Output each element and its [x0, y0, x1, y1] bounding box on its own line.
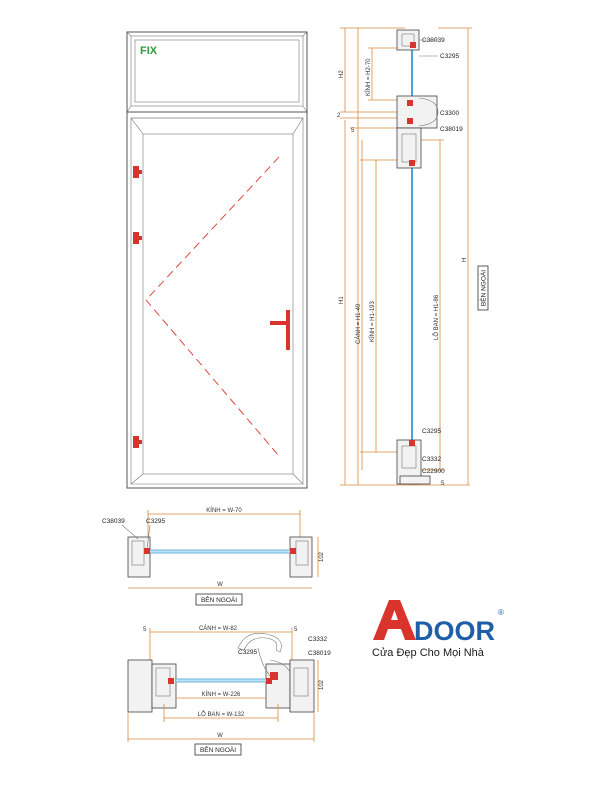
door-elevation: FIX [126, 31, 308, 489]
dim-glass-leaf-h: KÍNH = W-226 [202, 691, 241, 698]
outside-label-leaf: BÊN NGOÀI [194, 743, 242, 756]
profile-label: C3295 [146, 518, 166, 525]
dim-gap: 5 [351, 128, 355, 134]
adoor-logo: DOOR ® Cửa Đẹp Cho Mọi Nhà [372, 600, 504, 659]
svg-text:BÊN NGOÀI: BÊN NGOÀI [200, 745, 236, 754]
dim-glass-top: KÍNH = H2-70 [365, 58, 372, 96]
svg-text:BÊN NGOÀI: BÊN NGOÀI [479, 270, 488, 306]
logo-text: DOOR [414, 616, 495, 646]
logo-tagline: Cửa Đẹp Cho Mọi Nhà [372, 647, 485, 659]
dim-glass-fixed: KÍNH = W-70 [206, 507, 242, 514]
profile-label: C38019 [308, 650, 331, 657]
profile-label: C3295 [238, 649, 258, 656]
dim-h1: H1 [339, 296, 345, 304]
door-handle-icon [270, 310, 290, 350]
dim-width: W [217, 733, 223, 739]
dim-depth: 102 [319, 551, 325, 562]
handle-outline-icon [237, 633, 282, 653]
profile-transom [396, 95, 438, 129]
dim-depth: 102 [319, 679, 325, 690]
fixed-horizontal-section: KÍNH = W-70 C38039 C3295 102 W BÊN NGOÀI [102, 507, 325, 606]
profile-label: C38019 [440, 126, 463, 133]
dim-gap: 5 [441, 481, 445, 487]
profile-label: C3300 [440, 110, 460, 117]
logo-registered: ® [498, 608, 504, 617]
dim-leaf-width: CÁNH = W-82 [199, 625, 238, 632]
dim-lo-ban: LỖ BAN = H1-86 [433, 294, 440, 340]
dim-leaf: CÁNH = H1-49 [355, 303, 362, 344]
logo-a-mark [373, 600, 416, 640]
hinge-icon [133, 166, 142, 448]
outside-label-vertical: BÊN NGOÀI [477, 265, 489, 311]
vertical-section: C38039 C3295 C3300 C38019 C3295 C3332 C2… [337, 27, 489, 487]
dim-gap: 2 [337, 113, 341, 119]
dim-gap: 5 [294, 627, 298, 633]
profile-threshold [399, 475, 431, 485]
dim-gap: 5 [143, 627, 147, 633]
outside-label-fixed: BÊN NGOÀI [195, 593, 243, 606]
opening-direction-lines [145, 156, 280, 457]
fix-label: FIX [140, 45, 158, 57]
dim-lo-ban-h: LỖ BAN = W-132 [198, 711, 245, 718]
dim-width: W [217, 582, 223, 588]
dim-glass-leaf: KÍNH = H1-193 [369, 300, 376, 342]
profile-label: C38039 [422, 37, 445, 44]
profile-label: C3295 [440, 53, 460, 60]
dim-h2: H2 [339, 70, 345, 78]
leaf-horizontal-section: CÁNH = W-82 5 5 C3295 C3332 C38019 KÍNH … [127, 625, 331, 756]
profile-label: C22900 [422, 468, 445, 475]
profile-label: C3332 [422, 456, 442, 463]
profile-label: C38039 [102, 518, 125, 525]
svg-text:BÊN NGOÀI: BÊN NGOÀI [201, 595, 237, 604]
dim-h: H [462, 258, 468, 262]
profile-label: C3295 [422, 428, 442, 435]
profile-label: C3332 [308, 636, 328, 643]
